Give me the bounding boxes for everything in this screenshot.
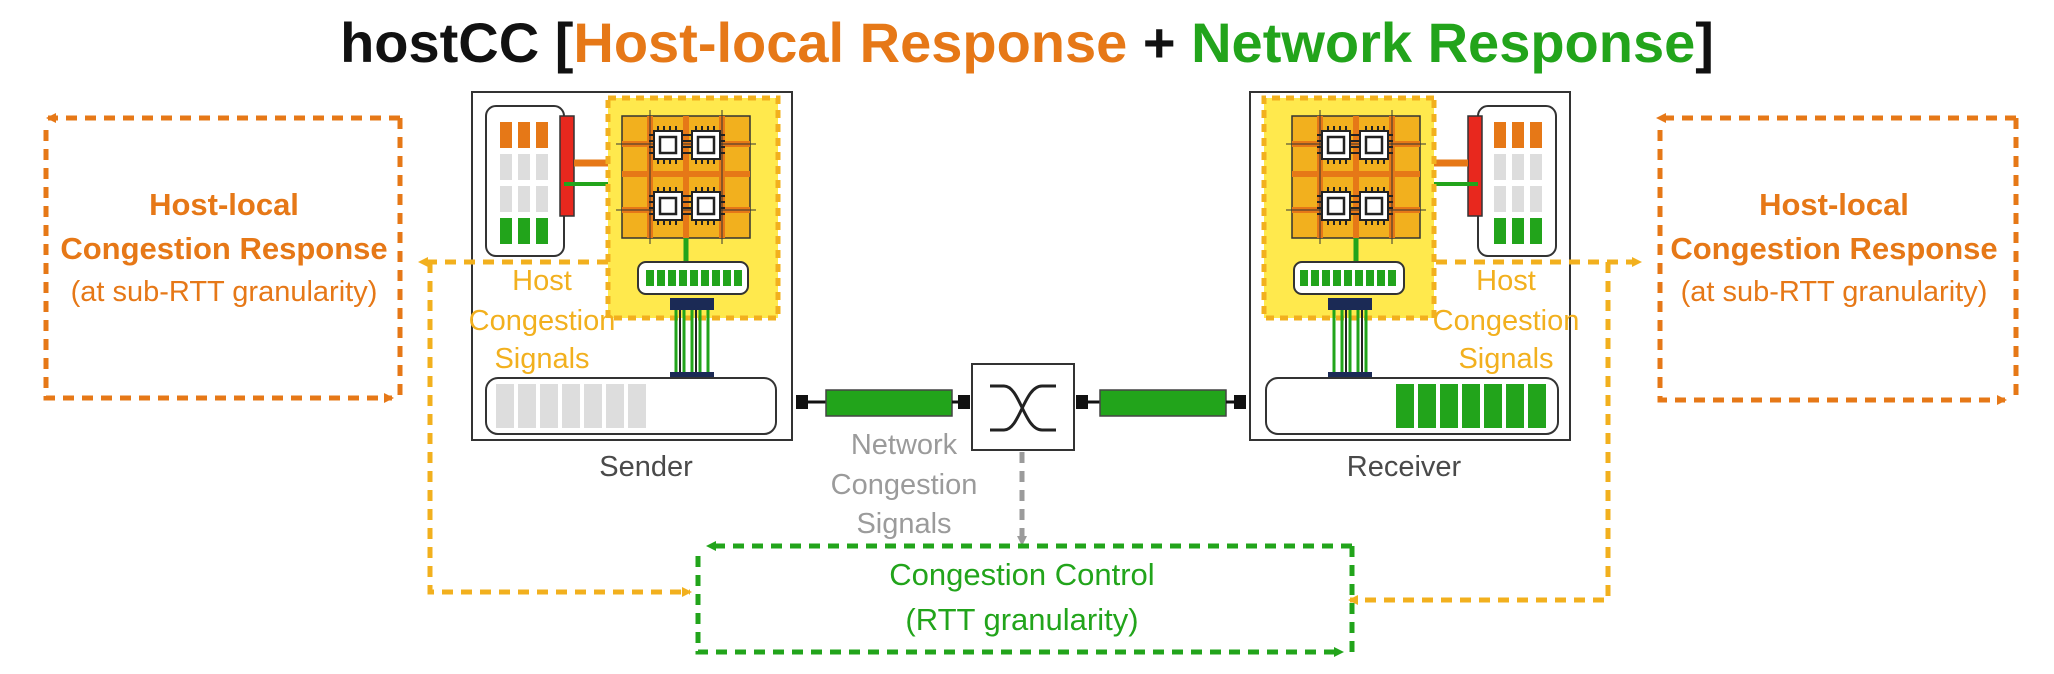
receiver-host: Receiver [1249,91,1571,483]
left-host-signals-line2: Congestion [469,305,616,337]
network-signals-line3: Signals [856,508,951,540]
network-signals-line1: Network [851,429,958,461]
left-host-response-box: Host-local Congestion Response (at sub-R… [43,113,403,403]
left-host-signal-arrows [418,257,692,597]
right-host-signals-line1: Host [1476,265,1536,297]
network-signals-line2: Congestion [831,469,978,501]
sender-label: Sender [599,451,693,483]
right-response-line2: Congestion Response [1670,231,1997,266]
right-host-response-box: Host-local Congestion Response (at sub-R… [1656,113,2019,405]
title-host-part: Host-local Response [573,11,1127,74]
network-path [796,363,1246,451]
left-response-line3: (at sub-RTT granularity) [71,276,378,308]
diagram-title: hostCC [Host-local Response + Network Re… [340,11,1714,74]
left-host-signals-line1: Host [512,265,572,297]
left-response-line1: Host-local [149,187,299,222]
sender-host: Sender [471,91,793,483]
right-host-signals-line2: Congestion [1433,305,1580,337]
title-plus: + [1127,11,1191,74]
right-host-signals-line3: Signals [1458,343,1553,375]
congestion-control-box: Congestion Control (RTT granularity) [695,541,1355,657]
right-response-line3: (at sub-RTT granularity) [1681,276,1988,308]
switch-icon [990,384,1056,432]
right-response-line1: Host-local [1759,187,1909,222]
sender-link [825,389,953,417]
congestion-control-line1: Congestion Control [889,557,1154,592]
title-network-part: Network Response [1191,11,1695,74]
left-host-signals-line3: Signals [494,343,589,375]
right-host-signal-arrows [1348,257,1642,605]
receiver-label: Receiver [1347,451,1462,483]
title-suffix: ] [1695,11,1714,74]
left-response-line2: Congestion Response [60,231,387,266]
congestion-control-line2: (RTT granularity) [905,602,1138,637]
network-switch [971,363,1075,451]
title-prefix: hostCC [ [340,11,573,74]
receiver-link [1099,389,1227,417]
